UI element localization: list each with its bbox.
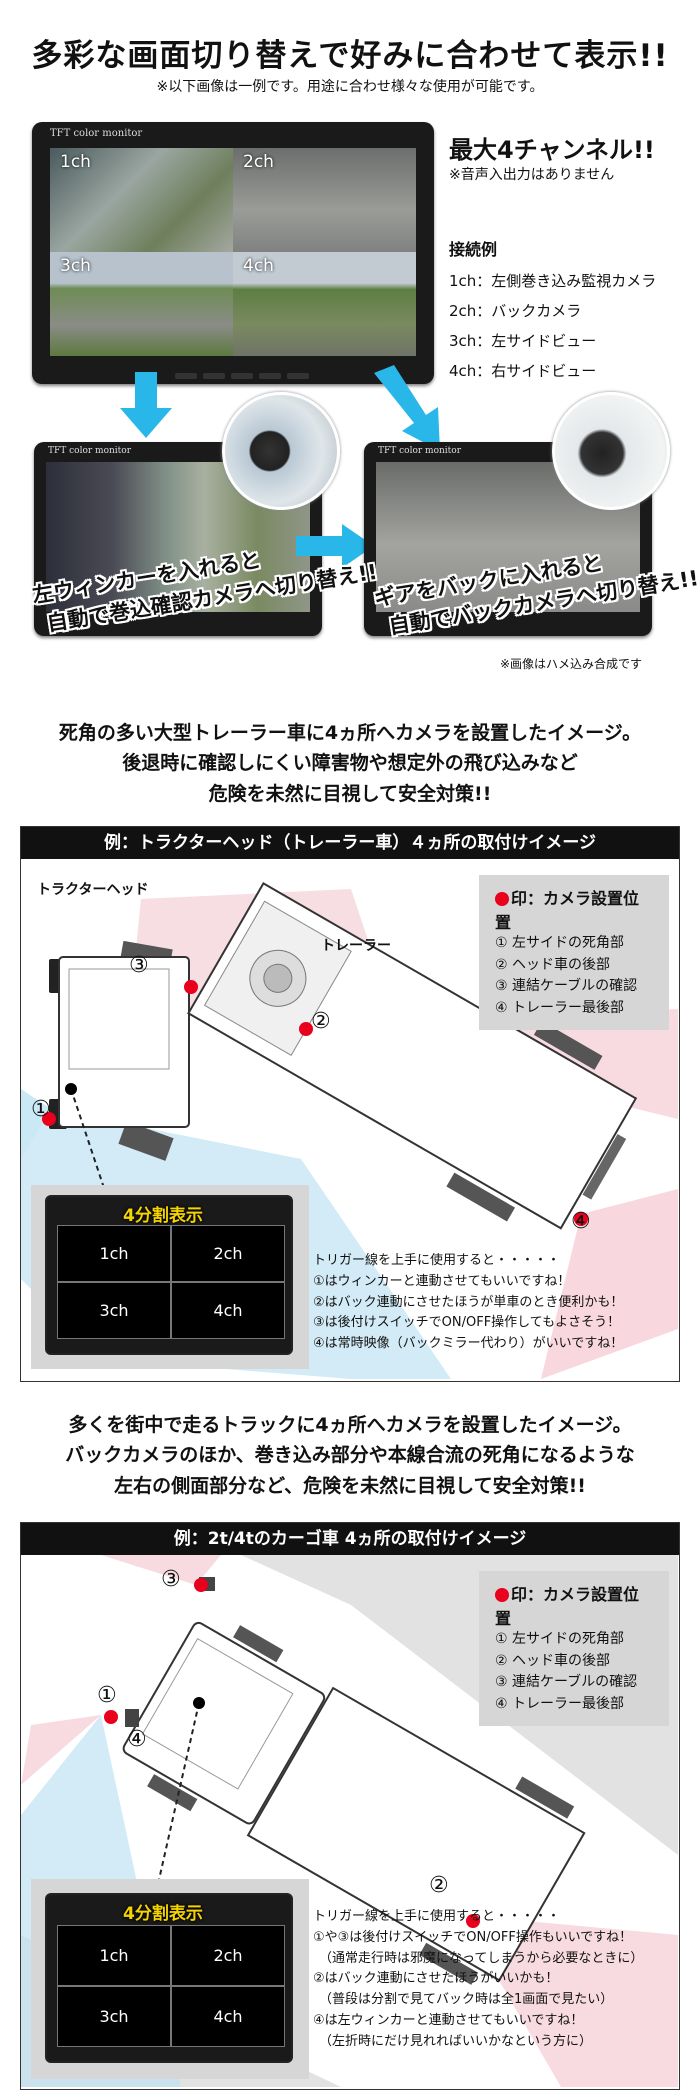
arrow-right-icon xyxy=(296,524,374,568)
legend-item: ④ トレーラー最後部 xyxy=(495,1000,625,1017)
section1-line: 後退時に確認しにくい障害物や想定外の飛び込みなど xyxy=(122,752,578,775)
marker-2: ② xyxy=(429,1873,449,1898)
monitor-label: TFT color monitor xyxy=(48,446,131,456)
marker-1: ① xyxy=(97,1683,117,1708)
legend-item: ② ヘッド車の後部 xyxy=(495,1652,611,1669)
trigger-line: （普段は分割で見てバック時は全1画面で見たい） xyxy=(319,1992,614,2008)
section2-line: 多くを街中で走るトラックに4ヵ所へカメラを設置したイメージ。 xyxy=(68,1414,632,1436)
legend-item: ① 左サイドの死角部 xyxy=(495,1631,625,1647)
connection-item: 1ch：左側巻き込み監視カメラ xyxy=(449,272,657,290)
screen-cell-2ch: 2ch xyxy=(233,148,416,252)
panel-title: 例：トラクターヘッド（トレーラー車）４ヵ所の取付けイメージ xyxy=(21,827,679,859)
trigger-line: ③は後付けスイッチでON/OFF操作してもよさそう！ xyxy=(313,1315,621,1331)
trigger-line: ②はバック連動にさせたほうがいいかも！ xyxy=(313,1971,559,1987)
right-monitor: TFT color monitor xyxy=(364,442,652,636)
quad-cell: 3ch xyxy=(57,1282,171,1339)
legend-title: 印：カメラ設置位置 xyxy=(495,889,640,932)
marker-2: ② xyxy=(311,1009,331,1034)
section2-text: 多くを街中で走るトラックに4ヵ所へカメラを設置したイメージ。 バックカメラのほか… xyxy=(0,1410,700,1501)
channel-note: ※音声入出力はありません xyxy=(449,167,615,183)
red-dot-icon xyxy=(495,892,509,906)
composite-note: ※画像はハメ込み合成です xyxy=(500,657,643,671)
arrow-down-left-icon xyxy=(120,372,172,438)
trigger-line: （左折時にだけ見れればいいかなという方に） xyxy=(319,2033,593,2049)
monitor-buttons xyxy=(172,364,312,383)
camera-photo-left xyxy=(222,392,340,510)
quad-screen: 4分割表示 1ch 2ch 3ch 4ch xyxy=(45,1893,293,2063)
panel-trailer: 例：トラクターヘッド（トレーラー車）４ヵ所の取付けイメージ xyxy=(20,826,680,1382)
section1-line: 危険を未然に目視して安全対策!! xyxy=(208,782,492,805)
quad-cell: 2ch xyxy=(171,1225,285,1282)
quad-screen: 4分割表示 1ch 2ch 3ch 4ch xyxy=(45,1195,293,1355)
label-tractor-head: トラクターヘッド xyxy=(37,882,149,898)
quad-title: 4分割表示 xyxy=(123,1904,203,1924)
screen-cell-1ch: 1ch xyxy=(50,148,233,252)
marker-3: ③ xyxy=(161,1567,181,1592)
quad-cell: 4ch xyxy=(171,1282,285,1339)
connection-item: 4ch：右サイドビュー xyxy=(449,362,597,380)
section2-line: バックカメラのほか、巻き込み部分や本線合流の死角になるような xyxy=(65,1444,635,1467)
screen-cell-4ch: 4ch xyxy=(233,252,416,356)
trigger-line: ①や③は後付けスイッチでON/OFF操作もいいですね！ xyxy=(313,1929,633,1945)
page-title: 多彩な画面切り替えで好みに合わせて表示!! xyxy=(31,38,669,74)
legend-item: ③ 連結ケーブルの確認 xyxy=(495,1674,638,1691)
page-subtitle: ※以下画像は一例です。用途に合わせ様々な使用が可能です。 xyxy=(156,79,544,95)
marker-1: ① xyxy=(31,1097,51,1122)
cell-label: 2ch xyxy=(243,152,274,172)
legend-item: ③ 連結ケーブルの確認 xyxy=(495,978,638,995)
trigger-line: トリガー線を上手に使用すると・・・・・ xyxy=(313,1909,561,1924)
marker-4: ④ xyxy=(571,1209,591,1234)
marker-3: ③ xyxy=(129,953,149,978)
legend-item: ② ヘッド車の後部 xyxy=(495,956,611,973)
trigger-line: ①はウィンカーと連動させてもいいですね！ xyxy=(313,1273,571,1289)
cell-label: 1ch xyxy=(60,152,91,172)
section2-line: 左右の側面部分など、危険を未然に目視して安全対策!! xyxy=(114,1474,586,1497)
quad-grid: 1ch 2ch 3ch 4ch xyxy=(57,1225,285,1339)
cell-label: 3ch xyxy=(60,256,91,276)
connection-item: 3ch：左サイドビュー xyxy=(449,332,597,350)
quad-display-box: 4分割表示 1ch 2ch 3ch 4ch xyxy=(31,1879,309,2079)
trigger-notes: トリガー線を上手に使用すると・・・・・ ①はウィンカーと連動させてもいいですね！… xyxy=(313,1251,623,1355)
panel-cargo: 例：2t/4tのカーゴ車 4ヵ所の取付けイメージ ① ② ③ ④ 印：カメラ設 xyxy=(20,1522,680,2090)
red-dot-icon xyxy=(495,1588,509,1602)
connection-title: 接続例 xyxy=(449,240,498,259)
trigger-line: トリガー線を上手に使用すると・・・・・ xyxy=(313,1253,561,1268)
quad-cell: 2ch xyxy=(171,1925,285,1986)
marker-4: ④ xyxy=(127,1727,147,1752)
trigger-line: （通常走行時は邪魔になってしまうから必要なときに） xyxy=(319,1950,644,1966)
quad-cell: 4ch xyxy=(171,1986,285,2047)
quad-cell: 1ch xyxy=(57,1925,171,1986)
quad-display-box: 4分割表示 1ch 2ch 3ch 4ch xyxy=(31,1185,309,1369)
panel-title: 例：2t/4tのカーゴ車 4ヵ所の取付けイメージ xyxy=(21,1523,679,1555)
screen-cell-3ch: 3ch xyxy=(50,252,233,356)
quad-grid: 1ch 2ch 3ch 4ch xyxy=(57,1925,285,2047)
monitor-screen: 1ch 2ch 3ch 4ch xyxy=(50,148,416,356)
legend-box: 印：カメラ設置位置 ① 左サイドの死角部 ② ヘッド車の後部 ③ 連結ケーブルの… xyxy=(479,1571,669,1726)
quad-cell: 3ch xyxy=(57,1986,171,2047)
legend-item: ① 左サイドの死角部 xyxy=(495,935,625,951)
quad-cell: 1ch xyxy=(57,1225,171,1282)
legend-box: 印：カメラ設置位置 ① 左サイドの死角部 ② ヘッド車の後部 ③ 連結ケーブルの… xyxy=(479,875,669,1030)
arrow-diagonal-icon xyxy=(374,365,440,451)
section1-text: 死角の多い大型トレーラー車に4ヵ所へカメラを設置したイメージ。 後退時に確認しに… xyxy=(0,718,700,809)
section1-line: 死角の多い大型トレーラー車に4ヵ所へカメラを設置したイメージ。 xyxy=(58,722,642,744)
cell-label: 4ch xyxy=(243,256,274,276)
label-trailer: トレーラー xyxy=(321,938,391,954)
trigger-line: ④は左ウィンカーと連動させてもいいですね！ xyxy=(313,2012,584,2028)
trigger-notes: トリガー線を上手に使用すると・・・・・ ①や③は後付けスイッチでON/OFF操作… xyxy=(313,1907,643,2053)
camera-photo-right xyxy=(552,392,670,510)
main-monitor: TFT color monitor 1ch 2ch 3ch 4ch xyxy=(32,122,434,384)
legend-title: 印：カメラ設置位置 xyxy=(495,1585,640,1628)
connection-item: 2ch：バックカメラ xyxy=(449,302,582,320)
legend-item: ④ トレーラー最後部 xyxy=(495,1696,625,1713)
trigger-line: ④は常時映像（バックミラー代わり）がいいですね！ xyxy=(313,1336,624,1352)
channel-heading: 最大4チャンネル!! xyxy=(449,136,655,164)
quad-title: 4分割表示 xyxy=(123,1206,203,1226)
monitor-label: TFT color monitor xyxy=(378,446,461,456)
monitor-label: TFT color monitor xyxy=(50,128,143,139)
trigger-line: ②はバック連動にさせたほうが単車のとき便利かも！ xyxy=(313,1294,624,1310)
